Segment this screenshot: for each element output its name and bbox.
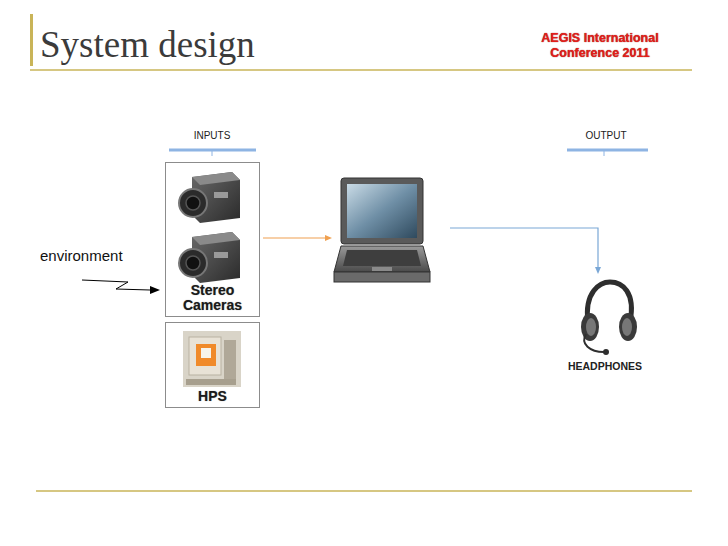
input-arrow — [263, 235, 332, 241]
footer-rule — [36, 490, 692, 492]
header-rule — [30, 69, 692, 71]
node-label: Stereo Cameras — [166, 283, 259, 316]
camera-icon — [179, 232, 240, 283]
sensor-box: HPS — [165, 322, 260, 408]
group-heading: INPUTS — [170, 130, 254, 142]
hps-photo — [183, 331, 241, 387]
headphones-icon — [581, 282, 637, 355]
inputs-bracket — [169, 150, 256, 156]
device-label: HEADPHONES — [560, 360, 650, 373]
camera-box: Stereo Cameras — [165, 162, 260, 317]
group-heading: OUTPUT — [566, 130, 646, 142]
slide-title: System design — [40, 24, 255, 66]
title-bar — [30, 14, 33, 66]
camera-icon — [179, 172, 240, 223]
conference-note: AEGIS International Conference 2011 — [515, 31, 685, 61]
environment-arrow — [82, 280, 160, 294]
node-label: HPS — [198, 389, 227, 407]
output-bracket — [567, 150, 648, 156]
output-arrow — [450, 228, 601, 274]
input-source: environment — [40, 247, 150, 265]
laptop-icon — [334, 178, 430, 282]
